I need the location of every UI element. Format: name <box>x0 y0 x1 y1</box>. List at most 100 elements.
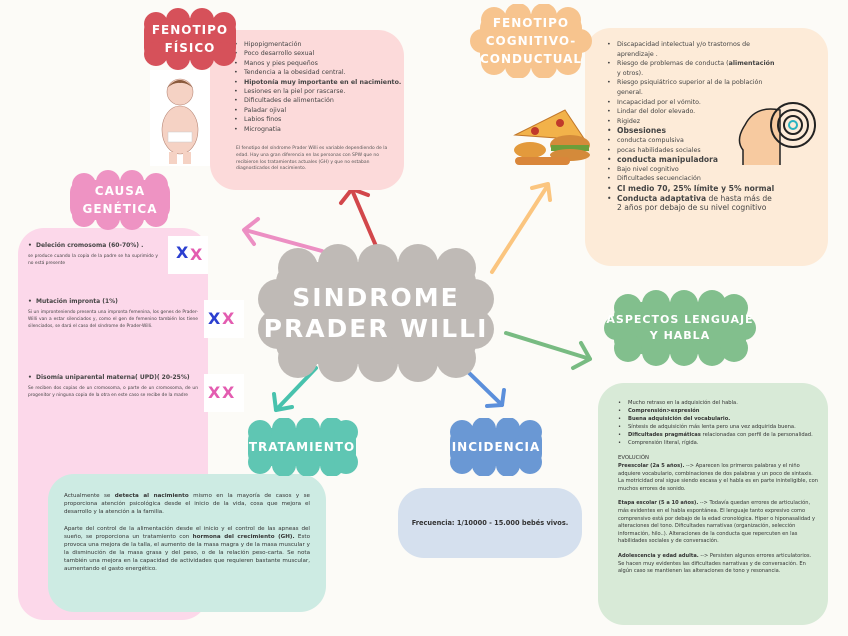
bold-text: Dificultades pragmáticas <box>628 432 701 438</box>
svg-text:X: X <box>222 309 235 328</box>
text: Actualmente se <box>64 493 115 499</box>
text: de hasta más de 2 años por debajo de su … <box>617 193 772 213</box>
food-icon <box>513 109 590 165</box>
list-item: Hipopigmentación <box>234 40 401 50</box>
bold-text: Etapa escolar (5 a 10 años). <box>618 500 699 507</box>
fenotipo-fisico-title-node[interactable]: FENOTIPO FÍSICO <box>134 8 246 70</box>
text: --> Todavía quedan errores de articulaci… <box>618 500 816 545</box>
list-item: Hipotonía muy importante en el nacimient… <box>234 78 402 88</box>
arrow-to-fenotipo-cognitivo <box>490 182 552 274</box>
bold-text: Comprensión>expresión <box>628 408 700 414</box>
text: pocas habilidades sociales <box>617 146 701 154</box>
list-item: Riesgo de problemas de conducta (aliment… <box>607 59 777 78</box>
heading-text: Disomía uniparental materna( UPD)( 20-25… <box>36 374 190 381</box>
fenotipo-cognitivo-title-node[interactable]: FENOTIPO COGNITIVO- CONDUCTUAL <box>470 4 592 78</box>
tratamiento-title-node[interactable]: TRATAMIENTO <box>238 418 366 476</box>
text: conducta compulsiva <box>617 136 684 144</box>
child-icon <box>161 78 199 164</box>
tratamiento-paragraph: Actualmente se detecta al nacimiento mis… <box>64 492 310 516</box>
svg-text:X: X <box>222 383 235 402</box>
genetic-cause-description: Se reciben dos copias de un cromosoma, o… <box>28 386 198 398</box>
arrow-to-causa-genetica <box>242 217 324 253</box>
bold-text: Preescolar (2a 5 años). <box>618 463 685 469</box>
svg-text:X: X <box>208 309 221 328</box>
genetic-cause-item: •Mutación impronta (1%) Si un improntenie… <box>28 298 198 330</box>
lenguaje-list: Mucho retraso en la adquisición del habl… <box>618 399 823 447</box>
bold-text: detecta al nacimiento <box>114 493 189 499</box>
list-item: Riesgo psiquiátrico superior al de la po… <box>607 78 777 97</box>
list-item: Dificultades de alimentación <box>234 96 401 106</box>
text: Lindar del dolor elevado. <box>617 108 696 116</box>
arrow-to-incidencia <box>462 366 506 408</box>
list-item: Labios finos <box>234 115 401 125</box>
list-item: Comprensión>expresión <box>618 407 823 415</box>
fenotipo-cognitivo-title: FENOTIPO COGNITIVO- CONDUCTUAL <box>479 16 583 66</box>
tratamiento-title: TRATAMIENTO <box>248 440 356 454</box>
arrow-to-lenguaje <box>504 331 592 370</box>
incidencia-title: INCIDENCIA <box>451 440 541 454</box>
evolution-stage: Adolescencia y edad adulta. --> Persiste… <box>618 553 818 576</box>
svg-text:X: X <box>176 243 189 262</box>
list-item: Tendencia a la obesidad central. <box>234 68 401 78</box>
text: Discapacidad intelectual y/o trastornos … <box>617 41 751 58</box>
list-item: Rigidez <box>607 117 777 127</box>
evolucion-title: EVOLUCIÓN <box>618 455 650 461</box>
food-illustration <box>505 95 605 175</box>
text: mismo en la mayoría de casos y se propor… <box>64 493 310 515</box>
list-item: CI medio 70, 25% límite y 5% normal <box>607 184 777 194</box>
causa-genetica-title-node[interactable]: CAUSA GENÉTICA <box>60 170 180 230</box>
text: --> Persisten algunos errores articulato… <box>618 552 812 575</box>
lenguaje-title: ASPECTOS LENGUAJE Y HABLA <box>606 312 754 343</box>
list-item: Incapacidad por el vómito. <box>607 98 777 108</box>
list-item: Comprensión literal, rígida. <box>618 439 823 447</box>
text: Incapacidad por el vómito. <box>617 98 701 106</box>
text: Poco desarrollo sexual <box>244 50 315 58</box>
list-item: conducta compulsiva <box>607 136 777 146</box>
text: Riesgo de problemas de conducta ( <box>617 60 729 68</box>
list-item: Bajo nivel cognitivo <box>607 165 777 175</box>
evolucion-stages: Preescolar (2a 5 años). --> Aparecen los… <box>618 463 818 583</box>
central-topic: SINDROME PRADER WILLI <box>258 244 494 382</box>
text: Mucho retraso en la adquisición del habl… <box>628 400 738 406</box>
text: Dificultades de alimentación <box>244 97 334 105</box>
genetic-cause-item: •Deleción cromosoma (60-70%) .se produce… <box>28 242 158 268</box>
incidencia-title-node[interactable]: INCIDENCIA <box>440 418 552 476</box>
text: Rigidez <box>617 117 641 125</box>
text: Paladar ojival <box>244 106 287 114</box>
evolution-stage: Etapa escolar (5 a 10 años). --> Todavía… <box>618 500 818 546</box>
child-illustration <box>150 70 210 166</box>
genetic-cause-item: •Disomía uniparental materna( UPD)( 20-2… <box>28 374 198 400</box>
list-item: Paladar ojival <box>234 106 401 116</box>
list-item: Poco desarrollo sexual <box>234 49 401 59</box>
text: Tendencia a la obesidad central. <box>244 69 346 77</box>
lenguaje-title-node[interactable]: ASPECTOS LENGUAJE Y HABLA <box>604 290 756 366</box>
evolution-stage: Preescolar (2a 5 años). --> Aparecen los… <box>618 463 818 493</box>
genetic-cause-description: Si un impronteniendo presenta una impron… <box>28 310 198 329</box>
bold-text: Hipotonía muy importante en el nacimient… <box>244 78 402 86</box>
bold-text: Buena adquisición del vocabulario. <box>628 416 731 422</box>
tratamiento-text: Actualmente se detecta al nacimiento mis… <box>64 492 310 582</box>
bold-text: hormona del crecimiento (GH). <box>192 534 295 540</box>
list-item: Lesiones en la piel por rascarse. <box>234 87 401 97</box>
list-item: conducta manipuladora <box>607 155 777 165</box>
text: Lesiones en la piel por rascarse. <box>244 88 346 96</box>
cloud-shape <box>258 244 494 382</box>
text: Dificultades secuenciación <box>617 175 701 183</box>
genetic-cause-heading: •Mutación impronta (1%) <box>28 298 118 305</box>
list-item: Dificultades pragmáticas relacionadas co… <box>618 431 823 439</box>
bold-text: Adolescencia y edad adulta. <box>618 552 699 559</box>
incidencia-frequency: Frecuencia: 1/10000 - 15.000 bebés vivos… <box>411 519 569 527</box>
genetic-cause-description: se produce cuando la copia de la padre s… <box>28 254 158 266</box>
svg-text:X: X <box>190 245 203 264</box>
head-spiral-illustration <box>735 95 820 170</box>
arrow-to-fenotipo-fisico <box>339 187 378 248</box>
list-item: Dificultades secuenciación <box>607 174 777 184</box>
central-title: SINDROME PRADER WILLI <box>263 282 489 343</box>
genetic-cause-heading: •Disomía uniparental materna( UPD)( 20-2… <box>28 374 190 381</box>
text: Aparte del control de la alimentación de… <box>64 526 310 540</box>
arrow-to-tratamiento <box>272 366 318 412</box>
fenotipo-cognitivo-list: Discapacidad intelectual y/o trastornos … <box>607 40 777 213</box>
bold-text: Obsesiones <box>617 126 666 136</box>
